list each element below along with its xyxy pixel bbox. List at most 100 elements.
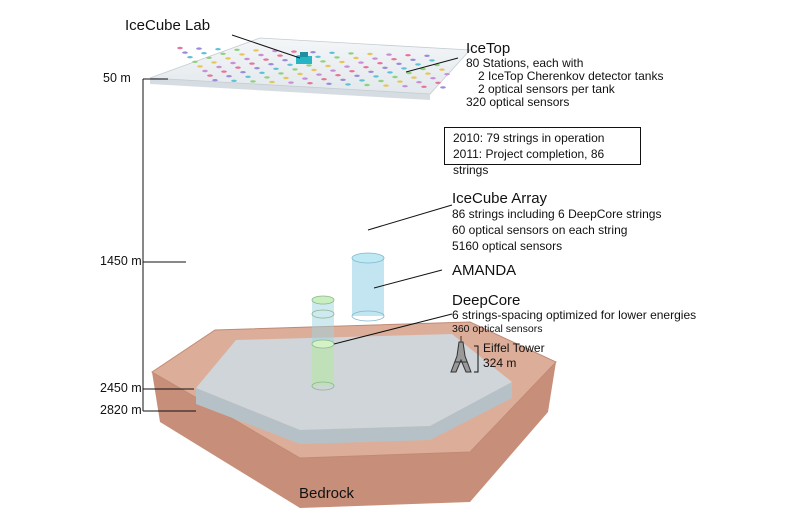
icetop-station [292, 68, 298, 71]
icetop-station [297, 72, 303, 76]
icetop-title: IceTop [466, 40, 511, 57]
status-box: 2010: 79 strings in operation 2011: Proj… [444, 127, 641, 177]
icetop-station [316, 73, 322, 76]
icetop-station [397, 80, 403, 83]
icetop-station [354, 74, 360, 78]
icetop-station [277, 54, 283, 57]
icetop-station [439, 68, 445, 71]
icetop-station [207, 74, 213, 77]
icetop-station [340, 78, 346, 82]
eiffel-height: 324 m [483, 356, 517, 370]
icetop-station [187, 56, 193, 59]
icetop-station [415, 63, 421, 66]
icetop-station [406, 71, 412, 75]
array-title: IceCube Array [452, 190, 548, 207]
icetop-station [268, 62, 274, 66]
icetop-station [440, 86, 446, 89]
icetop-station [269, 80, 275, 84]
icetop-station [201, 52, 207, 55]
icetop-station [212, 79, 218, 82]
icetop-station [359, 79, 365, 82]
leader-lines [231, 34, 479, 373]
depth-2820m: 2820 m [100, 403, 142, 417]
icetop-station [311, 68, 317, 72]
icetop-station [430, 77, 436, 80]
icetop-station [444, 73, 450, 76]
icetop-station [424, 54, 430, 57]
icetop-station [353, 56, 359, 60]
icetop-station [206, 56, 212, 59]
icetop-station [373, 75, 379, 78]
icetop-station [307, 82, 313, 85]
icetop-station [367, 52, 373, 56]
icetop-station [244, 57, 250, 61]
surface-edge [150, 78, 430, 100]
icetop-station [377, 62, 383, 65]
icetop-station [382, 66, 388, 70]
icetop-station [306, 64, 312, 67]
icetop-station [325, 64, 331, 68]
icetop-station [283, 76, 289, 80]
icetop-station [253, 49, 259, 52]
deepcore-cylinder [311, 339, 335, 391]
icetop-station [378, 79, 384, 83]
status-line-2011: 2011: Project completion, 86 strings [453, 147, 605, 177]
icetop-station [310, 51, 316, 54]
icetop-station [259, 71, 265, 75]
icetop-station [231, 79, 237, 83]
ice-side [196, 382, 512, 444]
icecube-lab-label: IceCube Lab [125, 17, 211, 34]
eiffel-tower-icon [450, 336, 472, 373]
icetop-station [239, 53, 245, 56]
icetop-station [273, 67, 279, 71]
icetop-station [211, 61, 217, 64]
icetop-station [315, 55, 321, 58]
icetop-station [402, 85, 408, 88]
icetop-station [220, 52, 226, 55]
array-line-3: 5160 optical sensors [452, 239, 563, 253]
icetop-line-3: 2 optical sensors per tank [478, 82, 615, 96]
icetop-station [396, 62, 402, 65]
icetop-station [240, 71, 246, 74]
icetop-station [383, 84, 389, 87]
depth-1450m: 1450 m [100, 254, 142, 268]
icetop-station [391, 58, 397, 61]
icetop-station [411, 76, 417, 79]
icetop-station [358, 61, 364, 64]
icetop-station [372, 57, 378, 60]
icetop-station [278, 72, 284, 75]
icetop-station [345, 83, 351, 86]
icetop-station [329, 51, 335, 54]
deepcore-cylinder-upper [311, 295, 335, 344]
icetop-station [392, 75, 398, 79]
amanda-title: AMANDA [452, 262, 517, 279]
icetop-station [405, 54, 411, 57]
icetop-station [435, 81, 441, 85]
bedrock-label: Bedrock [299, 485, 355, 502]
icetop-station [192, 60, 198, 63]
icetop-station [288, 81, 294, 84]
icetop-line-2: 2 IceTop Cherenkov detector tanks [478, 69, 664, 83]
icetop-station [182, 51, 188, 54]
icetop-station [221, 70, 227, 73]
icetop-station [215, 48, 221, 51]
icetop-station [401, 67, 407, 70]
icetop-station [387, 71, 393, 74]
icetop-station [386, 53, 392, 56]
deepcore-line-1: 6 strings-spacing optimized for lower en… [452, 308, 697, 322]
icetop-station [225, 57, 231, 60]
icetop-station [216, 65, 222, 69]
icetop-station [226, 75, 232, 78]
icetop-station [421, 85, 427, 89]
icetop-station [245, 75, 251, 79]
icetop-station [263, 58, 269, 61]
icetop-station [234, 48, 240, 51]
icetop-station [264, 76, 270, 79]
depth-50m: 50 m [103, 71, 131, 85]
icetop-station [348, 52, 354, 55]
icetop-station [420, 67, 426, 71]
icetop-station [321, 78, 327, 81]
icetop-station [326, 82, 332, 86]
icetop-station [177, 46, 183, 50]
